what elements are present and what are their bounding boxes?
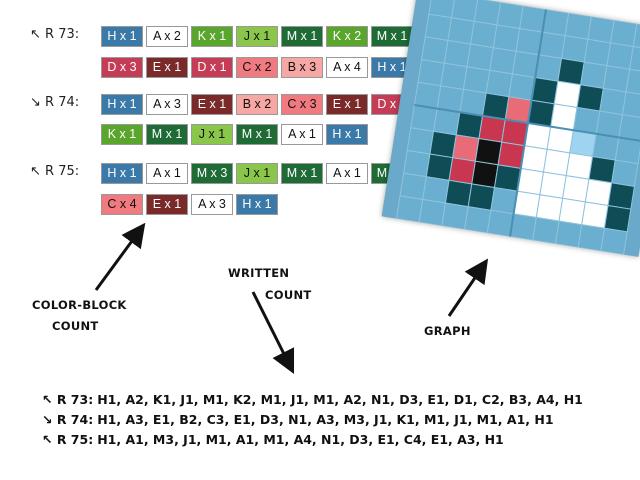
color-block-h: H x 1 <box>371 57 413 78</box>
annotation-graph: GRAPH <box>424 324 471 338</box>
graph-center-line <box>414 104 640 142</box>
annotation-written-count: COUNT <box>265 288 312 302</box>
color-block-a: A x 3 <box>146 94 188 115</box>
color-block-a: A x 2 <box>146 26 188 47</box>
color-block-e: E x 1 <box>146 194 188 215</box>
color-block-e: E x 1 <box>326 94 368 115</box>
annotation-color-block: COLOR-BLOCK <box>32 298 127 312</box>
color-block-m: M x 1 <box>236 124 278 145</box>
color-block-m: M x 3 <box>191 163 233 184</box>
written-row-75: ↖ R 75:H1, A1, M3, J1, M1, A1, M1, A4, N… <box>42 432 504 447</box>
color-block-k: K x 1 <box>191 26 233 47</box>
color-block-c: C x 4 <box>101 194 143 215</box>
color-block-c: C x 3 <box>281 94 323 115</box>
color-block-m: M x 1 <box>281 26 323 47</box>
color-block-a: A x 1 <box>281 124 323 145</box>
annotation-color-block-count: COUNT <box>52 319 99 333</box>
color-block-j: J x 1 <box>236 26 278 47</box>
color-block-h: H x 1 <box>101 26 143 47</box>
color-block-a: A x 3 <box>191 194 233 215</box>
color-block-m: M x 1 <box>371 26 413 47</box>
color-block-m: M x 1 <box>146 124 188 145</box>
color-block-a: A x 1 <box>326 163 368 184</box>
color-block-b: B x 3 <box>281 57 323 78</box>
written-row-73: ↖ R 73:H1, A2, K1, J1, M1, K2, M1, J1, M… <box>42 392 583 407</box>
color-block-k: K x 2 <box>326 26 368 47</box>
color-block-h: H x 1 <box>101 94 143 115</box>
row-label-73: ↖ R 73: <box>30 27 80 42</box>
row-label-75: ↖ R 75: <box>30 164 80 179</box>
color-block-e: E x 1 <box>146 57 188 78</box>
color-block-h: H x 1 <box>326 124 368 145</box>
color-block-d: D x 1 <box>191 57 233 78</box>
row-75-blocks-line1: H x 1A x 1M x 3J x 1M x 1A x 1M x 1 <box>101 163 413 184</box>
color-block-h: H x 1 <box>236 194 278 215</box>
graph-cell <box>600 227 628 256</box>
color-block-a: A x 1 <box>146 163 188 184</box>
color-block-j: J x 1 <box>236 163 278 184</box>
color-block-j: J x 1 <box>191 124 233 145</box>
color-block-d: D x 3 <box>101 57 143 78</box>
graph-cell <box>629 45 640 74</box>
color-block-a: A x 4 <box>326 57 368 78</box>
color-block-b: B x 2 <box>236 94 278 115</box>
row-label-74: ↘ R 74: <box>30 95 80 110</box>
arrow-graph <box>447 258 489 317</box>
graph-grid <box>395 0 640 256</box>
written-row-74: ↘ R 74:H1, A3, E1, B2, C3, E1, D3, N1, A… <box>42 412 554 427</box>
color-block-c: C x 2 <box>236 57 278 78</box>
color-block-h: H x 1 <box>101 163 143 184</box>
color-block-e: E x 1 <box>191 94 233 115</box>
annotation-written: WRITTEN <box>228 266 290 280</box>
arrow-written <box>251 291 295 375</box>
color-block-m: M x 1 <box>281 163 323 184</box>
arrow-color-block <box>94 222 146 291</box>
graph-chart <box>381 0 640 257</box>
color-block-k: K x 1 <box>101 124 143 145</box>
